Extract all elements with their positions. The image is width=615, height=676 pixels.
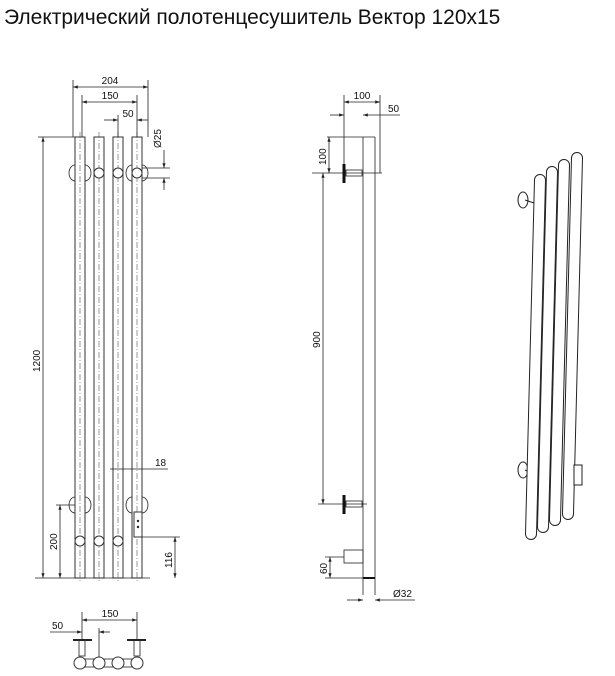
drawing-title: Электрический полотенцесушитель Вектор 1… — [4, 6, 501, 29]
dim-box: 60 — [319, 562, 330, 574]
bottom-view: 150 50 — [50, 609, 146, 670]
isometric-view — [517, 152, 583, 540]
heater-box-3d — [573, 464, 583, 486]
dim-top-bracket: 100 — [318, 148, 329, 165]
tubes — [74, 132, 143, 582]
dim-bracket-span: 900 — [312, 331, 323, 348]
side-view: 100 50 100 900 60 Ø32 — [312, 91, 415, 602]
dim-side-tube-diameter: Ø32 — [393, 589, 412, 600]
dim-tube-span: 150 — [102, 91, 119, 102]
lower-brackets — [68, 496, 149, 547]
dim-box-height: 116 — [164, 552, 175, 568]
dim-height: 1200 — [32, 349, 43, 372]
top-connectors — [68, 164, 149, 182]
dim-overall-width: 204 — [102, 76, 119, 87]
dim-tube-pitch: 50 — [122, 109, 134, 120]
dim-bottom-offset: 50 — [52, 621, 64, 632]
dim-tube-diameter: Ø25 — [153, 129, 164, 148]
dim-tube-offset: 50 — [388, 104, 400, 115]
heater-box — [133, 511, 143, 538]
dim-depth: 100 — [354, 91, 371, 102]
front-view: 204 150 50 Ø25 1200 18 200 116 — [32, 76, 180, 582]
dim-box-offset: 18 — [155, 458, 167, 469]
dim-lower-bracket: 200 — [49, 533, 60, 550]
dim-bottom-span: 150 — [102, 609, 119, 620]
